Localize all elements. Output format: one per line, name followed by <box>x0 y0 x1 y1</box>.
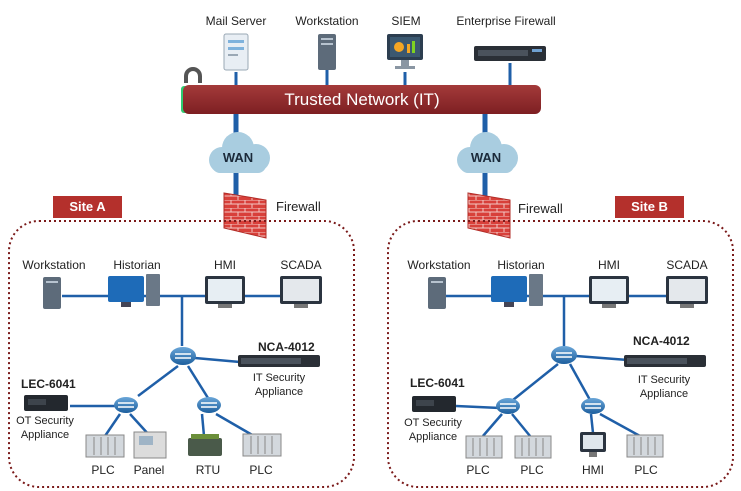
site-b-it-appliance-line-1: IT Security <box>637 374 691 386</box>
site-b-core-switch-icon <box>551 346 577 364</box>
site-a-plc-2-label: PLC <box>249 463 273 477</box>
site-b-boundary <box>387 220 734 488</box>
site-b-plc-2-label: PLC <box>520 463 544 477</box>
site-b-scada-icon <box>666 276 708 308</box>
site-a-switch-right-icon <box>197 397 221 413</box>
site-a-historian-icon <box>108 274 160 307</box>
site-b-historian-icon <box>491 274 543 307</box>
site-a-rtu-icon <box>188 434 222 456</box>
wan-a-label: WAN <box>222 150 254 165</box>
site-b-tag: Site B <box>615 196 684 218</box>
trusted-network-bar: Trusted Network (IT) <box>183 85 541 114</box>
site-a-panel-label: Panel <box>133 463 165 477</box>
site-b-workstation-label: Workstation <box>407 258 471 272</box>
site-b-it-appliance-line-2: Appliance <box>639 388 689 400</box>
site-b-switch-right-icon <box>581 398 605 414</box>
site-b-hmi-2-label: HMI <box>582 463 604 477</box>
site-b-ot-appliance-line-1: OT Security <box>404 417 462 429</box>
wan-links <box>233 114 488 210</box>
site-a-scada-icon <box>280 276 322 308</box>
site-b-nca-label: NCA-4012 <box>633 334 690 348</box>
workstation-tower-icon <box>318 34 336 70</box>
site-a-hmi-icon <box>205 276 245 308</box>
lock-icon <box>184 67 202 83</box>
site-a-workstation-label: Workstation <box>22 258 86 272</box>
site-b-workstation-icon <box>428 277 446 309</box>
site-b-historian-label: Historian <box>497 258 545 272</box>
site-a-scada-label: SCADA <box>280 258 322 272</box>
firewall-a-icon <box>223 192 267 239</box>
site-b-lec-label: LEC-6041 <box>410 376 465 390</box>
site-a-plc-2-icon <box>242 433 282 457</box>
workstation-label: Workstation <box>295 14 359 28</box>
site-b-switch-left-icon <box>496 398 520 414</box>
site-b-plc-1-icon <box>465 435 503 459</box>
enterprise-firewall-icon <box>474 46 546 61</box>
site-a-core-switch-icon <box>170 347 196 365</box>
site-a-boundary <box>8 220 355 488</box>
site-a-nca-icon <box>238 355 320 367</box>
site-b-hmi-icon <box>589 276 629 308</box>
site-a-ot-appliance-line-1: OT Security <box>16 415 74 427</box>
siem-monitor-icon <box>387 34 423 69</box>
siem-label: SIEM <box>391 14 421 28</box>
site-a-plc-1-label: PLC <box>91 463 115 477</box>
mail-server-icon <box>223 33 249 71</box>
site-b-plc-2-icon <box>514 435 552 459</box>
site-a-rtu-label: RTU <box>195 463 221 477</box>
site-a-lec-label: LEC-6041 <box>21 377 76 391</box>
site-a-hmi-label: HMI <box>214 258 236 272</box>
site-a-nca-label: NCA-4012 <box>258 340 315 354</box>
enterprise-firewall-label: Enterprise Firewall <box>456 14 556 28</box>
firewall-a-label: Firewall <box>276 199 321 214</box>
firewall-b-icon <box>467 192 511 239</box>
site-b-scada-label: SCADA <box>666 258 708 272</box>
site-b-plc-1-label: PLC <box>466 463 490 477</box>
site-b-plc-3-label: PLC <box>634 463 658 477</box>
wan-b-label: WAN <box>470 150 502 165</box>
site-a-workstation-icon <box>43 277 61 309</box>
wan-cloud-a <box>209 132 270 173</box>
site-b-ot-appliance-line-2: Appliance <box>408 431 458 443</box>
site-a-tag: Site A <box>53 196 122 218</box>
site-a-panel-icon <box>133 431 167 459</box>
site-a-ot-appliance-line-2: Appliance <box>20 429 70 441</box>
site-b-hmi-label: HMI <box>598 258 620 272</box>
site-a-switch-left-icon <box>114 397 138 413</box>
wan-cloud-b <box>457 132 518 173</box>
site-a-it-appliance-line-1: IT Security <box>252 372 306 384</box>
site-b-links <box>437 294 670 438</box>
site-a-plc-1-icon <box>85 434 125 458</box>
site-b-nca-icon <box>624 355 706 367</box>
mail-server-label: Mail Server <box>205 14 267 28</box>
site-a-historian-label: Historian <box>113 258 161 272</box>
site-a-lec-icon <box>24 395 68 411</box>
site-b-plc-3-icon <box>626 434 664 458</box>
site-b-lec-icon <box>412 396 456 412</box>
firewall-b-label: Firewall <box>518 201 563 216</box>
site-a-it-appliance-line-2: Appliance <box>254 386 304 398</box>
top-links <box>234 63 512 86</box>
site-b-hmi-2-icon <box>580 432 606 457</box>
